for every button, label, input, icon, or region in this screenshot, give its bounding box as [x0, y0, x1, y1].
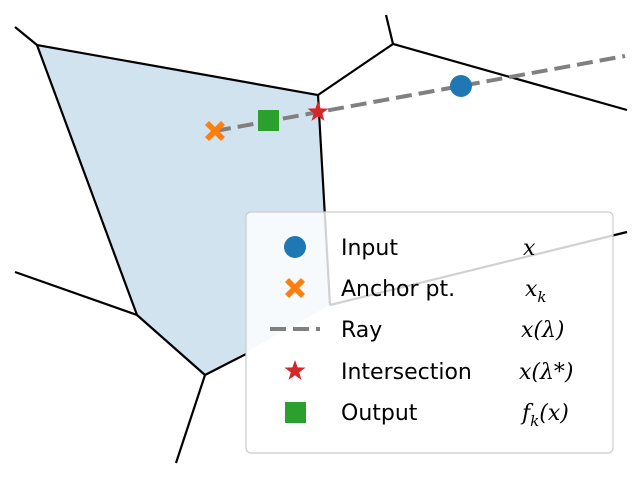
cell-edge: [317, 42, 628, 112]
legend-anchor-swatch: [285, 278, 305, 298]
cell-edge: [136, 314, 206, 376]
intersection-point: [307, 101, 329, 121]
legend-input-symbol: x: [523, 236, 536, 261]
cell-edge: [384, 14, 395, 45]
legend-output-label: Output: [341, 401, 418, 426]
legend-entry-intersection: Intersection x(λ*): [284, 360, 574, 385]
cell-edge: [14, 270, 138, 317]
cell-edge: [204, 353, 247, 376]
output-point: [258, 110, 279, 131]
cell-edge: [174, 374, 207, 464]
legend-output-swatch: [285, 402, 306, 423]
ray-line: [214, 54, 626, 133]
cell-edge: [14, 26, 38, 46]
legend-intersection-swatch: [284, 360, 306, 380]
input-point: [450, 75, 472, 97]
legend-entry-input: Input x: [284, 236, 536, 261]
legend-intersection-symbol: x(λ*): [519, 360, 574, 385]
legend-intersection-label: Intersection: [341, 360, 472, 385]
legend: Input x Anchor pt. xk Ray x(λ) Intersect…: [245, 211, 614, 454]
legend-entry-output: Output fk(x): [285, 401, 569, 430]
legend-input-label: Input: [341, 236, 398, 261]
legend-anchor-label: Anchor pt.: [341, 277, 455, 302]
legend-output-symbol: fk(x): [520, 401, 569, 430]
anchor-point: [205, 121, 225, 141]
legend-entry-ray: Ray x(λ): [270, 318, 565, 343]
legend-input-swatch: [284, 236, 306, 258]
cell-edge: [35, 43, 332, 316]
legend-ray-symbol: x(λ): [521, 318, 565, 343]
legend-anchor-symbol: xk: [525, 277, 547, 306]
legend-box: [245, 211, 614, 454]
legend-entry-anchor: Anchor pt. xk: [285, 277, 547, 306]
legend-ray-label: Ray: [341, 318, 382, 343]
